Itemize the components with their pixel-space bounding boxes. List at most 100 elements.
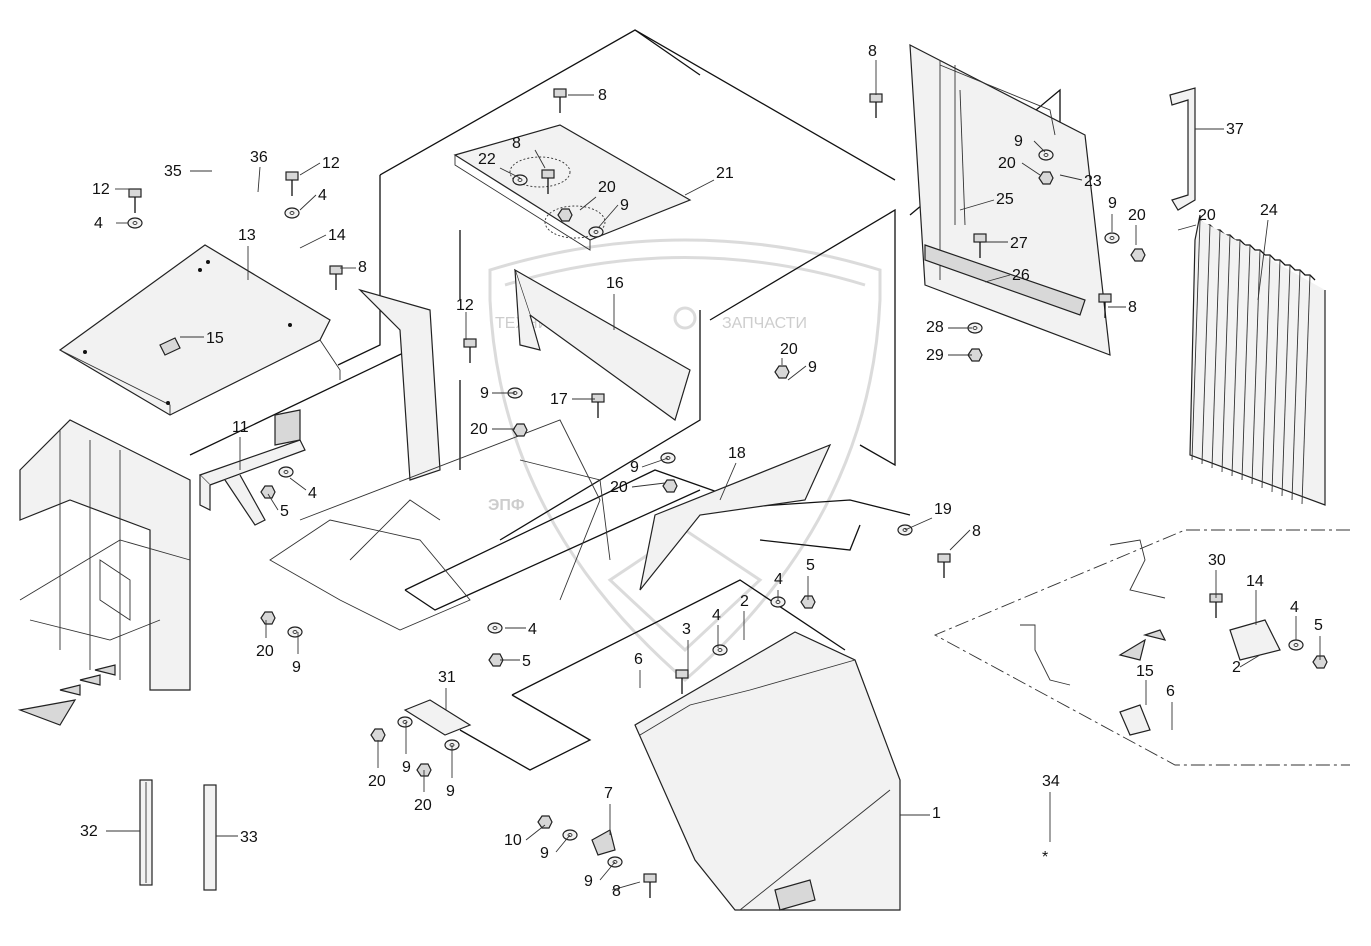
part-21-plate <box>453 124 692 251</box>
nut-icon <box>774 365 790 379</box>
callout-9: 9 <box>1014 133 1023 150</box>
nut-icon <box>1312 655 1328 669</box>
grille-rib <box>1221 234 1231 473</box>
callout-24: 24 <box>1260 202 1278 219</box>
washer-icon <box>284 207 300 219</box>
washer-hole <box>612 860 618 864</box>
washer-hole <box>1043 153 1049 157</box>
washer-hole <box>517 178 523 182</box>
nut-icon <box>800 595 816 609</box>
callout-32: 32 <box>80 823 98 840</box>
leader-line <box>555 834 571 853</box>
callout-29: 29 <box>926 347 944 364</box>
callout-2: 2 <box>740 593 749 610</box>
washer-hole <box>492 626 498 630</box>
bolt-icon <box>329 265 343 275</box>
grille-rib <box>1201 224 1211 465</box>
callout-11: 11 <box>232 419 249 436</box>
washer-hole <box>775 600 781 604</box>
part-15-bracket <box>159 337 1151 736</box>
callout-9: 9 <box>480 385 489 402</box>
callout-12: 12 <box>92 181 110 198</box>
callout-27: 27 <box>1010 235 1028 252</box>
gear-icon <box>673 306 697 330</box>
callout-20: 20 <box>368 773 386 790</box>
washer-hole <box>283 470 289 474</box>
callout-20: 20 <box>598 179 616 196</box>
leader-line <box>1177 224 1197 231</box>
washer-hole <box>567 833 573 837</box>
callout-2: 2 <box>1232 659 1241 676</box>
callout-14: 14 <box>1246 573 1264 590</box>
grille-rib <box>1281 264 1291 497</box>
callout-18: 18 <box>728 445 746 462</box>
callout-33: 33 <box>240 829 258 846</box>
washer-hole <box>665 456 671 460</box>
callout-9: 9 <box>292 659 301 676</box>
leader-line <box>1239 654 1261 668</box>
leader-line <box>631 482 666 488</box>
callout-8: 8 <box>612 883 621 900</box>
washer-hole <box>972 326 978 330</box>
callout-4: 4 <box>712 607 721 624</box>
part-33-strip <box>203 784 217 891</box>
nut-icon <box>370 728 386 742</box>
watermark-logo: ЭПФ <box>488 497 525 514</box>
callout-9: 9 <box>630 459 639 476</box>
leader-line <box>257 166 261 193</box>
callout-5: 5 <box>522 653 531 670</box>
grille-rib <box>1211 229 1221 469</box>
callout-21: 21 <box>716 165 734 182</box>
callout-34: 34 <box>1042 773 1060 790</box>
bolt-icon <box>553 88 567 98</box>
nut-icon <box>967 348 983 362</box>
watermark-text-right: ЗАПЧАСТИ <box>722 315 807 332</box>
part-18-plate <box>639 443 832 591</box>
grille-rib <box>1251 249 1261 485</box>
washer-icon <box>1104 232 1120 244</box>
grille-rib <box>1301 274 1311 505</box>
washer-icon <box>1038 149 1054 161</box>
leader-line <box>684 179 715 196</box>
washer-icon <box>278 466 294 478</box>
leader-line <box>267 493 279 511</box>
nut-icon <box>260 485 276 499</box>
part-23-side-frame <box>909 43 1111 356</box>
leader-line <box>984 274 1011 283</box>
washer-hole <box>292 630 298 634</box>
bolt-icon <box>869 93 883 103</box>
callout-10: 10 <box>504 832 522 849</box>
leader-line <box>959 199 995 211</box>
washer-icon <box>588 226 604 238</box>
callout-8: 8 <box>972 523 981 540</box>
grille-rib <box>1191 219 1201 461</box>
nut-icon <box>1130 248 1146 262</box>
washer-hole <box>1293 643 1299 647</box>
chassis-frame <box>19 288 611 691</box>
washer-icon <box>397 716 413 728</box>
leader-line <box>1033 140 1046 153</box>
direction-arrows <box>17 629 1167 726</box>
callout-7: 7 <box>604 785 613 802</box>
part-16-angle <box>513 268 691 421</box>
callout-31: 31 <box>438 669 456 686</box>
nut-icon <box>557 208 573 222</box>
grille-body <box>1189 214 1326 506</box>
callout-20: 20 <box>1198 207 1216 224</box>
grille-rib <box>1241 244 1251 481</box>
leader-line <box>299 234 327 249</box>
washer-hole <box>132 221 138 225</box>
callout-28: 28 <box>926 319 944 336</box>
bolt-icon <box>643 873 657 883</box>
callout-36: 36 <box>250 149 268 166</box>
leader-line <box>1059 174 1083 181</box>
leader-line <box>641 457 669 468</box>
washer-icon <box>487 622 503 634</box>
callout-14: 14 <box>328 227 346 244</box>
callout-17: 17 <box>550 391 568 408</box>
part-11-arm <box>198 409 306 526</box>
leader-line <box>787 365 807 381</box>
callout-4: 4 <box>1290 599 1299 616</box>
callout-8: 8 <box>512 135 521 152</box>
